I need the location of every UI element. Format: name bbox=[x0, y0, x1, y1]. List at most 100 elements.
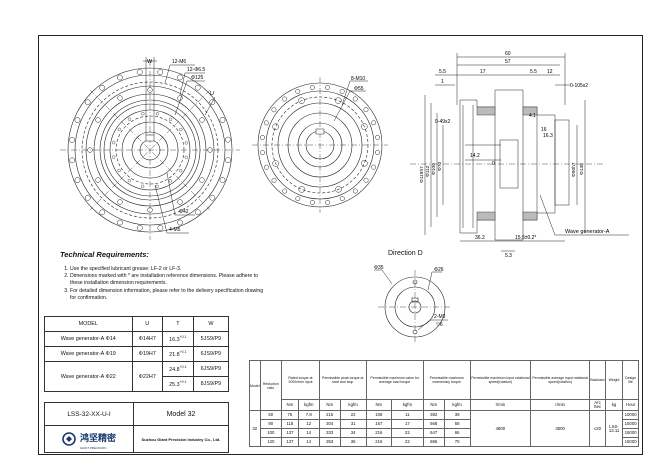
bolt-hole bbox=[375, 134, 380, 140]
bolt-hole bbox=[282, 96, 288, 102]
bolt-hole bbox=[155, 184, 159, 188]
requirement-item: Dimensions marked with * are installatio… bbox=[70, 273, 270, 287]
label-dia-42: Φ42 bbox=[179, 209, 189, 215]
bolt-hole bbox=[74, 117, 81, 123]
value-cell: 11 bbox=[390, 410, 424, 420]
value-cell: 12 bbox=[297, 419, 320, 429]
value-cell: 34 bbox=[339, 428, 367, 438]
bolt-hole bbox=[117, 219, 123, 226]
unit-cell: Nm bbox=[281, 399, 299, 411]
unit-cell: Nm bbox=[365, 399, 392, 411]
logo-text-cn: 鸿坚精密 bbox=[79, 433, 116, 443]
value-cell: 14 bbox=[297, 428, 320, 438]
dim-phi-90: Φ90h7 bbox=[571, 162, 577, 177]
bolt-hole bbox=[339, 196, 345, 202]
front-view: W 12-M6 12-Φ6.5 Φ125 U Φ42 4-M5 bbox=[60, 57, 240, 240]
bolt-hole bbox=[209, 99, 216, 106]
column-header: Permissible maximum value for average lo… bbox=[365, 360, 424, 400]
bolt-hole bbox=[339, 88, 345, 94]
column-header: Model bbox=[249, 360, 261, 411]
bolt-hole bbox=[335, 186, 342, 193]
w-cell: 6JS9/P9 bbox=[192, 346, 230, 362]
table-row: Wave generator-A Φ22 Φ22H7 24.8+0.1 6JS9… bbox=[44, 361, 230, 392]
requirement-item: Use the specified lubricant grease: LF-2… bbox=[70, 266, 270, 273]
bolt-hole bbox=[157, 224, 164, 231]
unit-cell: Nm bbox=[318, 399, 341, 411]
table-row: 120 137 14 353 36 216 22 686 70 15000 bbox=[250, 437, 639, 447]
bolt-hole bbox=[177, 74, 183, 81]
performance-header: Model Reduction ratio Rated torque at 20… bbox=[249, 360, 639, 411]
bolt-hole bbox=[112, 155, 116, 159]
bolt-hole bbox=[136, 69, 143, 76]
bolt-hole bbox=[224, 157, 231, 164]
logo-icon bbox=[62, 432, 76, 446]
table-row: 25.3+0.1 8JS9/P9 bbox=[45, 376, 230, 392]
column-header: W bbox=[192, 316, 230, 332]
value-cell: 7.8 bbox=[297, 410, 320, 420]
bolt-hole bbox=[157, 69, 164, 76]
unit-cell: Nm bbox=[422, 399, 445, 411]
model-cell: Wave generator-A Φ14 bbox=[44, 331, 133, 347]
dim-36-2: 36.2 bbox=[475, 235, 485, 241]
dim-phi-138: Φ138 bbox=[579, 163, 585, 175]
dim-15-5: 15.5±0.2* bbox=[515, 235, 536, 241]
requirements-title: Technical Requirements: bbox=[60, 250, 149, 259]
bolt-hole bbox=[127, 179, 131, 183]
bolt-hole bbox=[99, 84, 106, 91]
bolt-hole bbox=[272, 160, 279, 167]
value-cell: 108 bbox=[365, 410, 392, 420]
dim-phi-100: Φ100 bbox=[431, 163, 437, 175]
column-header: Weight bbox=[604, 360, 624, 400]
bolt-hole bbox=[363, 177, 369, 183]
bolt-hole bbox=[209, 194, 216, 201]
bolt-hole bbox=[352, 96, 358, 102]
callout-wave-generator: Wave generator-A bbox=[565, 229, 610, 235]
bolt-hole bbox=[169, 117, 173, 121]
life-cell: 10000 bbox=[622, 410, 639, 420]
dim-5-5b: 5.5 bbox=[530, 69, 537, 75]
ratio-cell: 50 bbox=[259, 410, 283, 420]
column-header: U bbox=[131, 316, 163, 332]
column-header: MODEL bbox=[44, 316, 133, 332]
u-cell: Φ14H7 bbox=[131, 331, 163, 347]
model-table: MODEL U T W Wave generator-A Φ14 Φ14H7 1… bbox=[44, 316, 230, 392]
bolt-hole bbox=[295, 196, 301, 202]
middle-view: 8-M10 Φ55 bbox=[252, 76, 388, 213]
unit-cell: Hour bbox=[622, 399, 639, 411]
column-header: Permissible peak torque at start and sto… bbox=[318, 360, 367, 400]
value-cell: 382 bbox=[422, 410, 445, 420]
value-cell: 647 bbox=[422, 428, 445, 438]
label-holes-m10: 8-M10 bbox=[351, 76, 365, 82]
bolt-hole bbox=[168, 179, 173, 183]
dim-17: 17 bbox=[480, 69, 486, 75]
bolt-hole bbox=[141, 112, 145, 116]
bolt-hole bbox=[325, 85, 330, 90]
value-cell: 333 bbox=[318, 428, 341, 438]
model-cell: Wave generator-A Φ22 bbox=[44, 361, 133, 392]
value-cell: 137 bbox=[281, 428, 299, 438]
dim-16: 16 bbox=[541, 127, 547, 133]
bolt-hole bbox=[282, 188, 288, 194]
bolt-hole bbox=[69, 157, 76, 164]
bolt-hole bbox=[117, 127, 121, 131]
unit-cell: Arc Sec bbox=[589, 399, 606, 411]
bolt-hole bbox=[179, 127, 183, 132]
bolt-hole bbox=[177, 199, 183, 205]
dim-57: 57 bbox=[505, 59, 511, 65]
bolt-hole bbox=[99, 209, 106, 216]
unit-cell: kgfm bbox=[443, 399, 471, 411]
logo-text-en: GIANT PRECISION bbox=[79, 446, 107, 450]
drawing-model: Model 32 bbox=[134, 402, 229, 426]
direction-title: Direction D bbox=[388, 250, 423, 257]
units-row: Nm kgfm Nm kgfm Nm kgfm Nm kgfm r/min r/… bbox=[250, 399, 639, 411]
bolt-hole bbox=[117, 74, 123, 81]
requirement-item: For detailed dimension information, plea… bbox=[70, 288, 270, 302]
label-holes-c: 4-M5 bbox=[169, 227, 181, 233]
value-cell: 304 bbox=[318, 419, 341, 429]
bolt-hole bbox=[325, 200, 331, 205]
dim-5-3: 5.3 bbox=[505, 253, 512, 259]
company-name: Suzhou Giant Precision Industry Co., Ltd… bbox=[134, 426, 229, 453]
backlash-cell: ≤20 bbox=[589, 410, 606, 447]
bolt-hole bbox=[361, 123, 368, 130]
bolt-hole bbox=[298, 97, 305, 104]
